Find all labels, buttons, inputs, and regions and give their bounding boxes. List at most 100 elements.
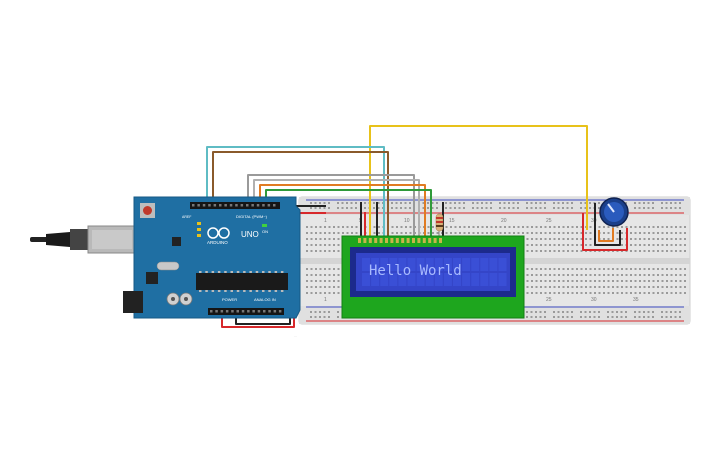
chip-leg: [262, 271, 265, 273]
breadboard-hole: [652, 226, 655, 228]
breadboard-hole: [512, 207, 515, 209]
power-pin: [278, 310, 282, 313]
chip-leg: [280, 290, 284, 292]
breadboard-hole: [553, 280, 556, 282]
breadboard-hole: [396, 226, 398, 228]
breadboard-hole: [621, 268, 623, 270]
power-jack[interactable]: [123, 291, 143, 313]
wire-orange-pot[interactable]: [598, 228, 614, 242]
wires[interactable]: [206, 125, 628, 328]
breadboard-hole: [580, 207, 582, 209]
power-pin: [241, 310, 245, 313]
breadboard-hole: [549, 274, 551, 276]
breadboard-hole: [562, 286, 565, 288]
breadboard-hole: [544, 250, 547, 252]
wire-black-gnd[interactable]: [235, 205, 326, 325]
breadboard-hole: [616, 238, 619, 240]
lcd-cell: [389, 258, 398, 271]
breadboard-hole: [306, 268, 308, 270]
breadboard-hole: [558, 274, 560, 276]
breadboard-hole: [351, 232, 353, 234]
breadboard-hole: [310, 292, 313, 294]
col-number: 15: [449, 218, 455, 224]
breadboard-hole: [562, 268, 565, 270]
breadboard-hole: [652, 286, 655, 288]
chip-leg: [211, 290, 215, 292]
breadboard-hole: [661, 226, 664, 228]
breadboard-hole: [535, 207, 537, 209]
breadboard-hole: [585, 274, 587, 276]
breadboard-hole: [675, 250, 677, 252]
wire-brown[interactable]: [212, 151, 389, 236]
breadboard-hole: [679, 274, 682, 276]
lcd-display[interactable]: Hello World: [341, 235, 525, 319]
wire-grey-1[interactable]: [247, 174, 415, 236]
arduino-uno-board[interactable]: DIGITAL (PWM~) AREF ON UNO ARDUINO: [123, 196, 301, 319]
breadboard-hole: [337, 226, 340, 228]
breadboard-hole: [643, 207, 645, 209]
breadboard-hole: [585, 280, 587, 282]
breadboard-hole: [630, 274, 632, 276]
wire-black-pot[interactable]: [594, 203, 621, 246]
breadboard-hole: [612, 226, 614, 228]
breadboard-hole: [432, 226, 434, 228]
breadboard-hole: [625, 202, 627, 204]
breadboard-hole: [576, 250, 578, 252]
breadboard-hole: [675, 244, 677, 246]
breadboard-hole: [661, 202, 663, 204]
chip-leg: [211, 271, 215, 273]
breadboard-hole: [612, 292, 614, 294]
chip-leg: [249, 271, 252, 273]
breadboard-hole: [499, 232, 502, 234]
breadboard-hole: [449, 202, 452, 204]
digital-header[interactable]: [190, 202, 280, 209]
wire-teal[interactable]: [206, 146, 385, 236]
breadboard-hole: [661, 280, 664, 282]
breadboard-hole: [531, 238, 533, 240]
breadboard-hole: [675, 232, 677, 234]
lcd-pin: [395, 238, 399, 243]
breadboard-hole: [576, 286, 578, 288]
breadboard-hole: [580, 232, 583, 234]
breadboard-hole: [679, 202, 681, 204]
breadboard-hole: [459, 232, 461, 234]
wire-grey-2[interactable]: [253, 179, 420, 236]
breadboard-hole: [549, 280, 551, 282]
breadboard-hole: [531, 280, 533, 282]
breadboard-hole: [589, 286, 592, 288]
brand-label: ARDUINO: [207, 240, 228, 245]
breadboard-hole: [648, 244, 650, 246]
potentiometer[interactable]: [599, 197, 629, 227]
breadboard-hole: [553, 274, 556, 276]
breadboard-hole: [621, 274, 623, 276]
breadboard-hole: [490, 226, 493, 228]
col-number: 25: [546, 218, 552, 224]
wire-red-pot[interactable]: [582, 213, 628, 251]
breadboard-hole: [544, 311, 546, 313]
usb-cable[interactable]: [30, 225, 139, 254]
breadboard-hole: [526, 250, 529, 252]
resistor[interactable]: [435, 213, 444, 236]
breadboard-hole: [675, 226, 677, 228]
breadboard-hole: [562, 250, 565, 252]
wire-orange[interactable]: [259, 184, 426, 236]
breadboard-hole: [634, 268, 637, 270]
breadboard-hole: [486, 226, 488, 228]
breadboard-hole: [323, 316, 326, 318]
breadboard-hole: [315, 292, 317, 294]
breadboard-hole: [562, 244, 565, 246]
col-number: 35: [633, 297, 639, 303]
breadboard-hole: [531, 232, 533, 234]
breadboard-hole: [315, 238, 317, 240]
breadboard-hole: [634, 286, 637, 288]
power-analog-header[interactable]: [208, 308, 284, 315]
breadboard-hole: [593, 316, 596, 318]
breadboard-hole: [526, 280, 529, 282]
wire-red-5v[interactable]: [221, 212, 326, 328]
breadboard-hole: [351, 226, 353, 228]
breadboard-hole: [315, 274, 317, 276]
breadboard-hole: [657, 232, 659, 234]
breadboard-hole: [571, 268, 574, 270]
breadboard-hole: [584, 202, 587, 204]
